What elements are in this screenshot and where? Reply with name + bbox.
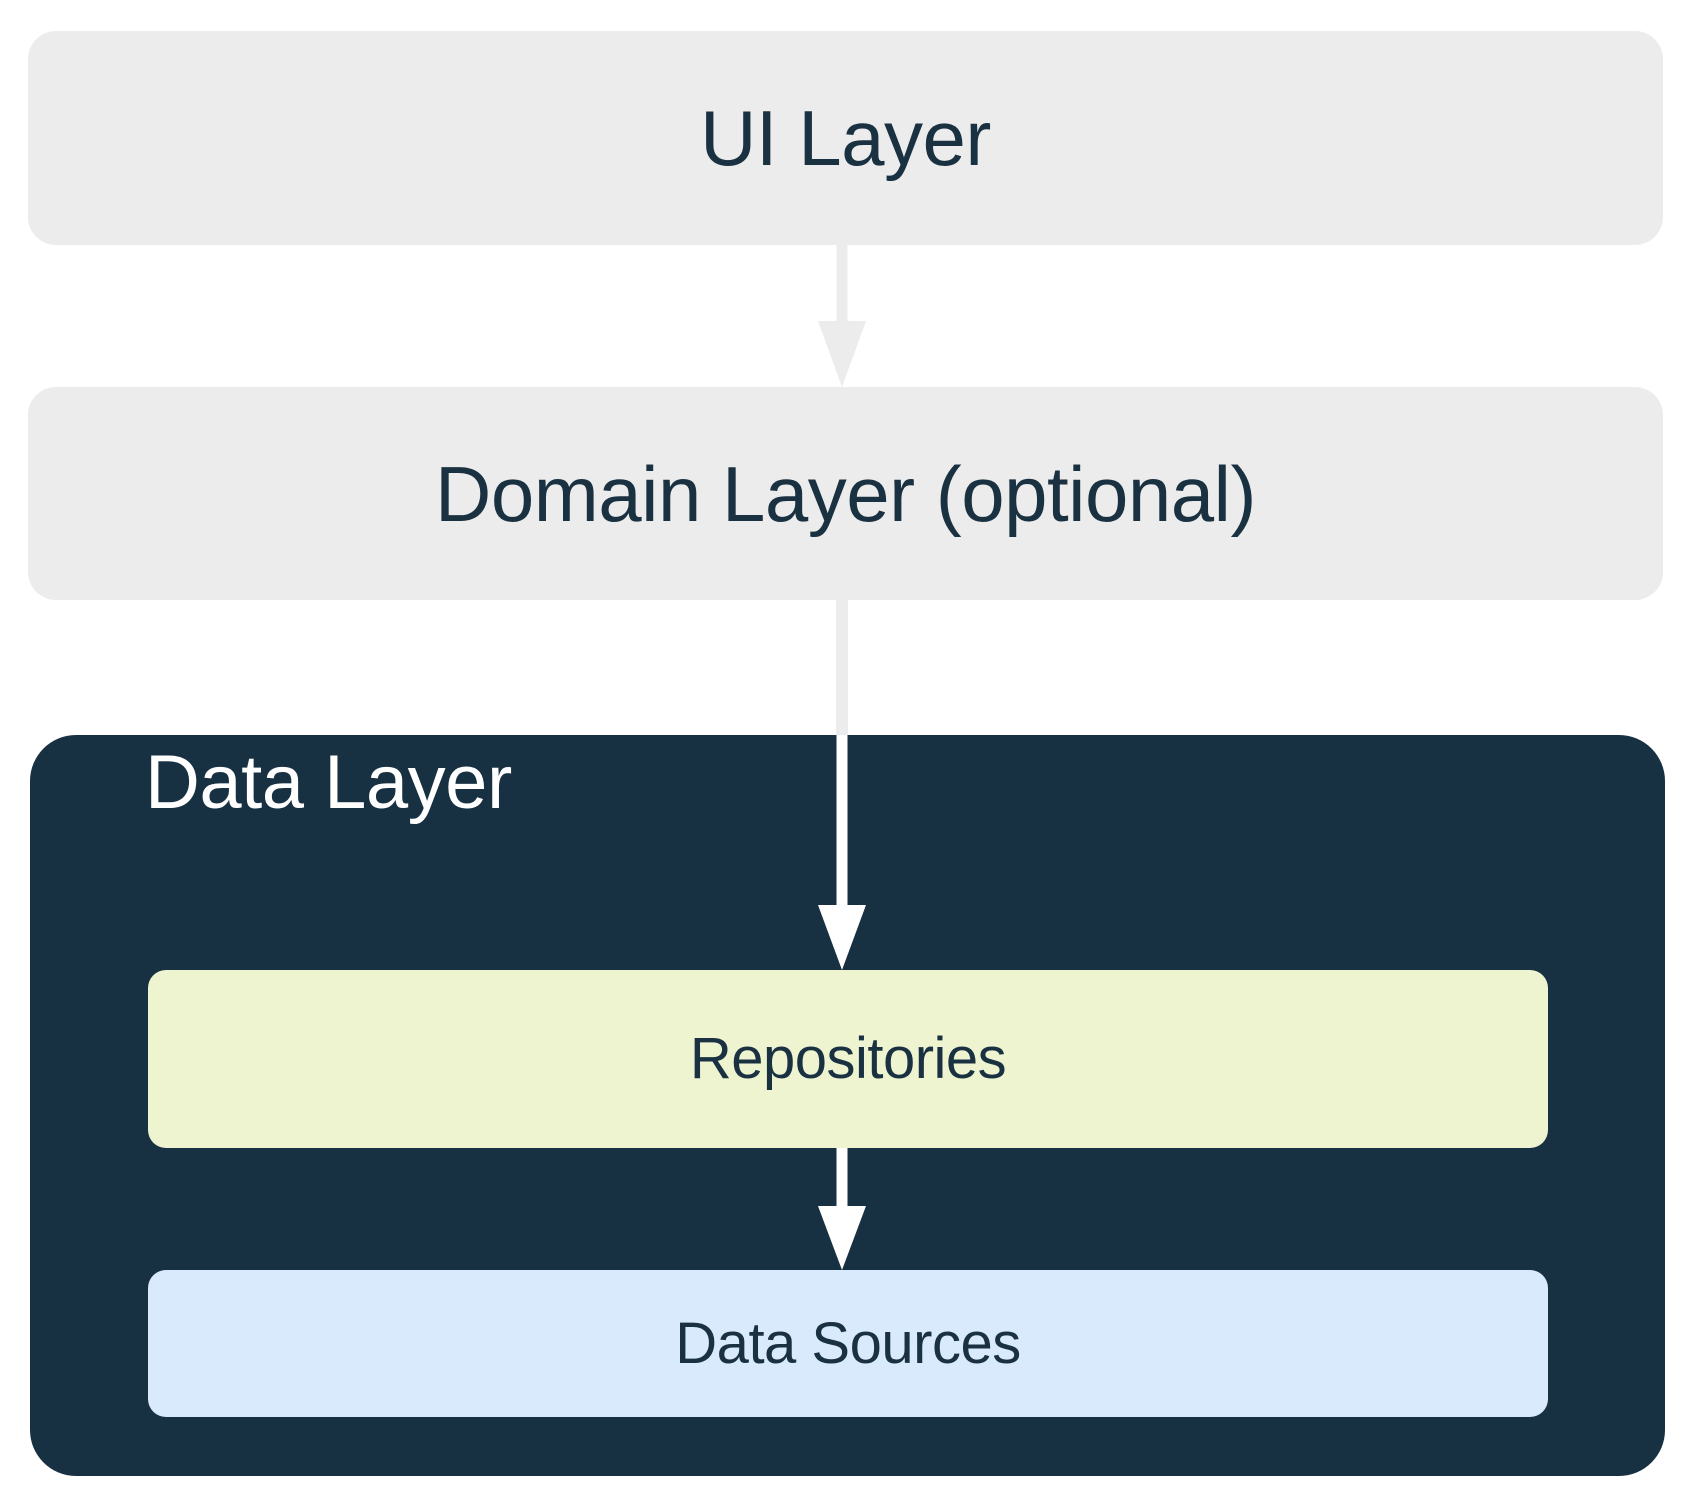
arrow-ui-to-domain-icon [818, 245, 866, 387]
ui-layer-label: UI Layer [700, 94, 991, 182]
ui-layer-box[interactable]: UI Layer [28, 31, 1663, 245]
data-sources-box[interactable]: Data Sources [148, 1270, 1548, 1417]
arrow-domain-to-data-stem-icon [836, 600, 848, 737]
arrow-stem [836, 245, 848, 323]
repositories-label: Repositories [689, 1026, 1007, 1091]
domain-layer-label: Domain Layer (optional) [435, 449, 1256, 538]
repositories-box[interactable]: Repositories [148, 970, 1548, 1148]
domain-layer-box[interactable]: Domain Layer (optional) [28, 387, 1663, 600]
arrow-head [818, 321, 866, 387]
data-layer-label: Data Layer [145, 740, 512, 825]
data-sources-label: Data Sources [675, 1310, 1021, 1376]
